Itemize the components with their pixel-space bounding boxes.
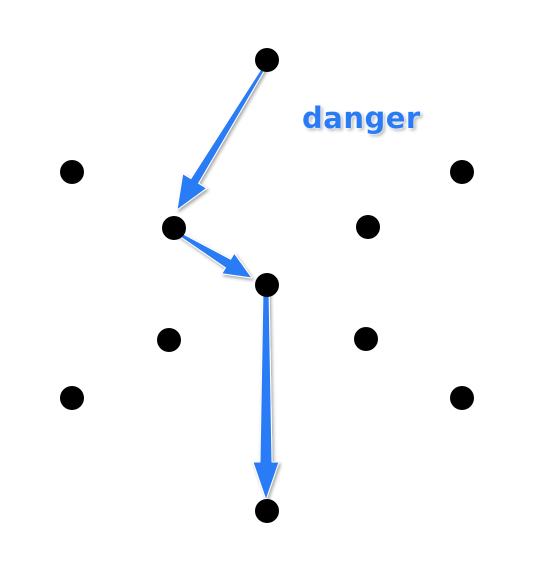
arrows-layer [174,56,280,501]
node-dot [354,327,378,351]
path-arrow [252,289,280,501]
node-dot [60,160,84,184]
node-dot [450,386,474,410]
node-dot [255,273,279,297]
node-dot [356,215,380,239]
node-dot [162,216,186,240]
node-dot [60,386,84,410]
danger-label: danger [302,101,421,135]
node-dot [157,328,181,352]
path-arrow [176,56,272,211]
path-arrow [174,230,253,279]
node-dot [255,48,279,72]
node-dot [450,160,474,184]
node-dot [255,499,279,523]
nodes-layer [60,48,474,523]
